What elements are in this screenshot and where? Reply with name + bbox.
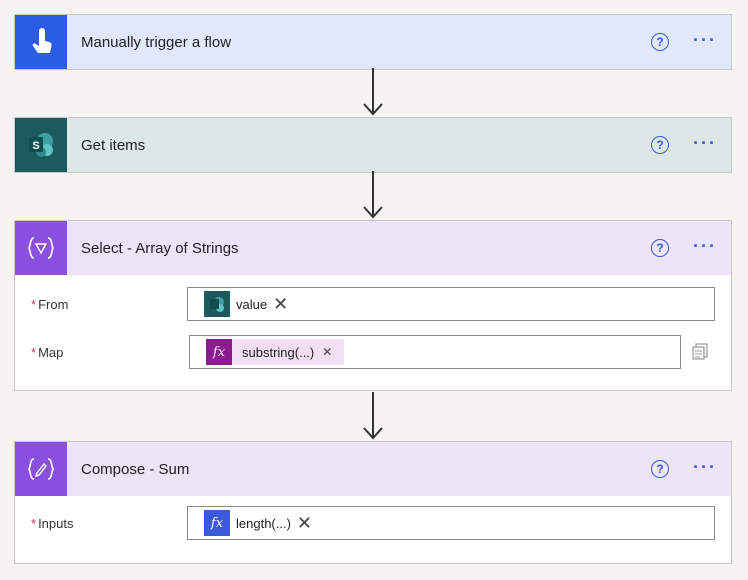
get-items-title: Get items [81, 136, 146, 154]
select-icon-box [15, 221, 67, 275]
get-items-icon-box: S [15, 118, 67, 172]
from-token-text: value [236, 296, 268, 312]
svg-text:S: S [32, 140, 39, 152]
trigger-help-icon[interactable]: ? [651, 33, 669, 51]
connector-arrow-3 [363, 392, 383, 440]
select-title: Select - Array of Strings [81, 239, 239, 257]
sharepoint-token-icon [204, 291, 230, 317]
inputs-label: *Inputs [31, 516, 74, 531]
connector-arrow-1 [363, 68, 383, 116]
remove-token-icon[interactable]: ✕ [322, 345, 333, 359]
map-field[interactable]: fx substring(...) ✕ [189, 335, 681, 369]
trigger-card-header[interactable]: Manually trigger a flow ? ··· [15, 15, 731, 69]
sharepoint-icon [210, 297, 224, 312]
remove-token-icon[interactable]: ✕ [296, 513, 313, 533]
from-token[interactable]: value ✕ [204, 291, 292, 317]
select-more-icon[interactable]: ··· [693, 236, 717, 256]
compose-card-header[interactable]: Compose - Sum ? ··· [15, 442, 731, 496]
required-mark: * [31, 297, 37, 312]
from-label: *From [31, 297, 69, 312]
map-token[interactable]: fx substring(...) ✕ [206, 339, 345, 365]
select-help-icon[interactable]: ? [651, 239, 669, 257]
trigger-more-icon[interactable]: ··· [693, 30, 717, 50]
map-token-text: substring(...) [242, 344, 315, 360]
get-items-card-header[interactable]: S Get items ? ··· [15, 118, 731, 172]
compose-more-icon[interactable]: ··· [693, 457, 717, 477]
map-label: *Map [31, 345, 64, 360]
connector-arrow-2 [363, 171, 383, 219]
compose-card[interactable]: Compose - Sum ? ··· *Inputs fx length(..… [14, 441, 732, 564]
data-operation-icon [28, 458, 54, 480]
compose-help-icon[interactable]: ? [651, 460, 669, 478]
sharepoint-icon: S [29, 133, 53, 157]
expression-token-icon: fx [206, 339, 232, 365]
inputs-row: *Inputs fx length(...) ✕ [15, 506, 731, 542]
from-field[interactable]: value ✕ [187, 287, 715, 321]
select-card[interactable]: Select - Array of Strings ? ··· *From va… [14, 220, 732, 391]
trigger-icon-box [15, 15, 67, 69]
remove-token-icon[interactable]: ✕ [273, 294, 289, 314]
from-row: *From value ✕ [15, 287, 731, 323]
get-items-help-icon[interactable]: ? [651, 136, 669, 154]
compose-icon-box [15, 442, 67, 496]
inputs-token-text: length(...) [236, 515, 291, 531]
required-mark: * [31, 345, 37, 360]
get-items-more-icon[interactable]: ··· [693, 133, 717, 153]
expression-token-icon: fx [204, 510, 230, 536]
select-card-header[interactable]: Select - Array of Strings ? ··· [15, 221, 731, 275]
map-row: *Map fx substring(...) ✕ [15, 335, 731, 371]
data-operation-icon [28, 237, 54, 259]
trigger-title: Manually trigger a flow [81, 33, 232, 51]
get-items-card[interactable]: S Get items ? ··· [14, 117, 732, 173]
inputs-token[interactable]: fx length(...) ✕ [204, 510, 316, 536]
inputs-field[interactable]: fx length(...) ✕ [187, 506, 715, 540]
trigger-card[interactable]: Manually trigger a flow ? ··· [14, 14, 732, 70]
required-mark: * [31, 516, 37, 531]
switch-to-text-mode-icon[interactable] [691, 341, 711, 361]
compose-title: Compose - Sum [81, 460, 190, 478]
touch-icon [32, 28, 52, 53]
